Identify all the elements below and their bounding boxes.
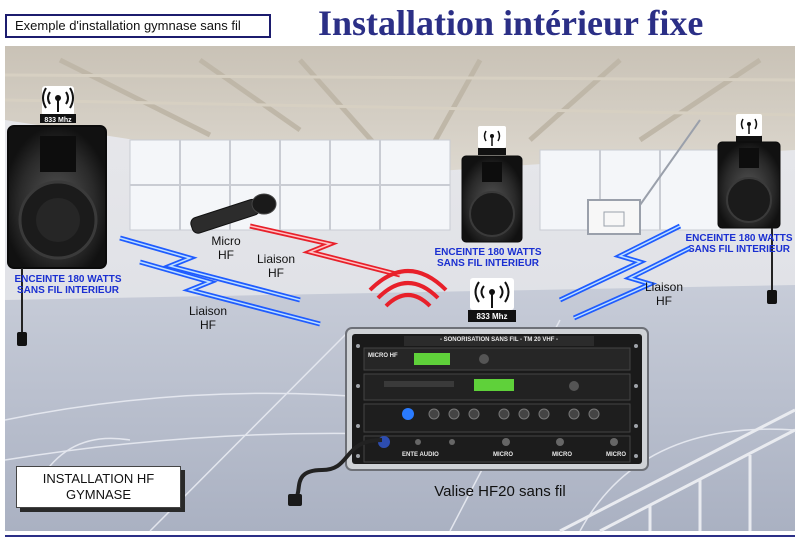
link-bolt-red-2 bbox=[249, 225, 401, 276]
antenna-icon-right bbox=[736, 114, 762, 142]
microphone-label: Micro HF bbox=[204, 234, 248, 262]
link-bolt-right-4 bbox=[573, 247, 691, 319]
link-label-1-line2: HF bbox=[268, 266, 284, 280]
speaker-center-label-line2: SANS FIL INTERIEUR bbox=[436, 258, 540, 269]
antenna-icon-left bbox=[40, 86, 76, 123]
speaker-left-label: ENCEINTE 180 WATTS SANS FIL INTERIEUR bbox=[4, 274, 132, 296]
speaker-left-label-line1: ENCEINTE 180 WATTS bbox=[14, 274, 122, 285]
installation-box: INSTALLATION HF GYMNASE bbox=[16, 466, 181, 508]
antenna-icon-center bbox=[478, 126, 506, 155]
link-label-3: Liaison HF bbox=[636, 280, 692, 308]
rack-case bbox=[345, 327, 649, 471]
link-label-2-line2: HF bbox=[200, 318, 216, 332]
speaker-center-label-line1: ENCEINTE 180 WATTS bbox=[434, 247, 542, 258]
input-label-micro-1: MICRO bbox=[493, 452, 513, 458]
input-label-micro-2: MICRO bbox=[552, 452, 572, 458]
link-label-1-line1: Liaison bbox=[256, 252, 296, 266]
speaker-center bbox=[461, 126, 523, 243]
case-caption: Valise HF20 sans fil bbox=[434, 483, 566, 500]
link-label-2-line1: Liaison bbox=[188, 304, 228, 318]
example-caption-box: Exemple d'installation gymnase sans fil bbox=[5, 14, 271, 38]
receiver-label: MICRO HF bbox=[368, 353, 398, 359]
speaker-right-label: ENCEINTE 180 WATTS SANS FIL INTERIEUR bbox=[680, 233, 798, 255]
speaker-right bbox=[717, 114, 781, 304]
example-caption: Exemple d'installation gymnase sans fil bbox=[15, 18, 241, 33]
speaker-left-label-line2: SANS FIL INTERIEUR bbox=[16, 285, 120, 296]
speaker-left bbox=[7, 86, 107, 346]
link-label-3-line1: Liaison bbox=[644, 280, 684, 294]
link-bolt-left-3 bbox=[119, 237, 301, 301]
transmitter-frequency: 833 Mhz bbox=[476, 312, 508, 321]
speaker-center-label: ENCEINTE 180 WATTS SANS FIL INTERIEUR bbox=[420, 247, 556, 269]
microphone-label-line1: Micro bbox=[211, 234, 241, 248]
link-label-3-line2: HF bbox=[656, 294, 672, 308]
power-cable bbox=[288, 438, 383, 506]
input-label-audio: ENTE AUDIO bbox=[402, 452, 439, 458]
transmitter-antenna-icon bbox=[468, 278, 516, 322]
link-label-1: Liaison HF bbox=[248, 252, 304, 280]
microphone-icon bbox=[190, 193, 277, 234]
broadcast-waves-icon bbox=[368, 269, 448, 308]
link-bolt-left-4 bbox=[139, 261, 321, 325]
speaker-right-label-line2: SANS FIL INTERIEUR bbox=[687, 244, 791, 255]
installation-line2: GYMNASE bbox=[65, 487, 131, 502]
page-title: Installation intérieur fixe bbox=[318, 3, 704, 43]
link-label-2: Liaison HF bbox=[180, 304, 236, 332]
input-label-micro-3: MICRO bbox=[606, 452, 626, 458]
rack-top-label: - SONORISATION SANS FIL - TM 20 VHF - bbox=[439, 337, 559, 343]
installation-line1: INSTALLATION HF bbox=[42, 471, 155, 486]
speaker-left-frequency: 833 Mhz bbox=[44, 117, 72, 124]
link-bolt-right-3 bbox=[559, 225, 681, 301]
microphone-label-line2: HF bbox=[218, 248, 234, 262]
speaker-right-label-line1: ENCEINTE 180 WATTS bbox=[685, 233, 793, 244]
